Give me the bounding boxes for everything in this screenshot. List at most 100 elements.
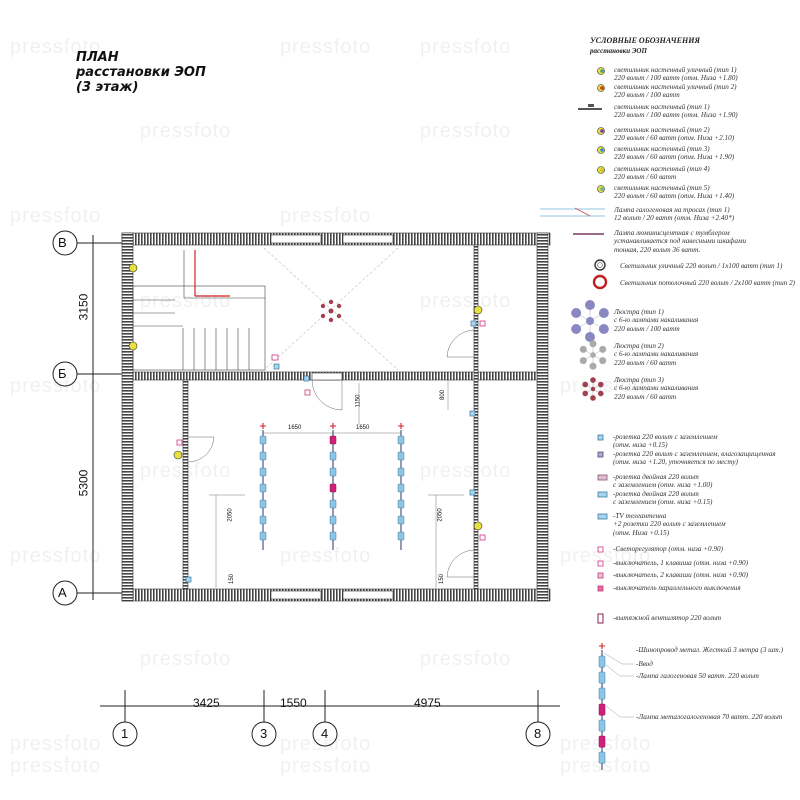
legend-item: светильник настенный (тип 4)220 вольт / … [614, 165, 710, 182]
legend-item-line: с заземлением (отм. низа +0.15) [613, 498, 713, 507]
dimension-lines [209, 380, 464, 588]
watermark: pressfoto [420, 460, 512, 482]
title-line-1: ПЛАН [76, 50, 119, 65]
legend-item: -TV телеантенна +2 розетки 220 вольт с з… [613, 512, 726, 537]
watermark: pressfoto [10, 375, 102, 397]
parallel-switch-icon [597, 585, 604, 592]
track-input-icon [599, 643, 605, 649]
track-lights [259, 423, 405, 550]
cable-halogen-icon-c [574, 207, 591, 217]
metal-halide-lamp-icon [598, 735, 606, 748]
watermark: pressfoto [140, 120, 232, 142]
title-line-3: (3 этаж) [76, 80, 139, 95]
wall-light-3-icon-core [600, 148, 604, 152]
legend-item-line: -выключатель параллельного выключения [613, 584, 741, 592]
watermark: pressfoto [420, 290, 512, 312]
halogen-lamp-icon [397, 483, 405, 493]
watermark: pressfoto [10, 36, 102, 58]
legend-item-line: светильник настенный уличный (тип 1) [614, 66, 737, 74]
legend-item-line: -выключатель, 2 клавиши (отм. низа +0.90… [613, 571, 748, 579]
switches [176, 320, 486, 541]
halogen-lamp-icon [259, 435, 267, 445]
chandelier-3-icon-lamp [597, 390, 604, 397]
halogen-lamp-icon [259, 515, 267, 525]
chandelier-3-icon [590, 386, 596, 392]
watermark: pressfoto [280, 545, 372, 567]
legend-item-line: -розетка 220 вольт с заземлением [613, 433, 718, 441]
legend-item-line: с 6-ю лампами накаливания [614, 316, 699, 325]
halogen-lamp-icon [259, 531, 267, 541]
legend-item-line: +2 розетки 220 вольт с заземлением [613, 520, 726, 529]
halogen-lamp-icon [259, 467, 267, 477]
legend-item-line: с 6-ю лампами накаливания [614, 350, 699, 359]
halogen-lamp-icon [598, 719, 606, 732]
metal-halide-lamp-icon [598, 703, 606, 716]
legend-item-line: 220 вольт / 60 ватт (отм. Низа +1.40) [614, 192, 735, 201]
halogen-lamp-icon [598, 655, 606, 668]
socket-waterproof-icon [597, 451, 604, 458]
track-input-label: -Ввод [636, 660, 653, 668]
double-socket-low-icon [597, 491, 608, 498]
halogen-lamp-icon [329, 467, 337, 477]
title-line-2: расстановки ЭОП [76, 65, 206, 80]
watermark: pressfoto [10, 205, 102, 227]
legend-item-line: -вытяжной вентилятор 220 вольт [613, 614, 722, 622]
legend-item-line: 220 вольт / 60 ватт (отм. Низа +2.10) [614, 134, 735, 143]
legend-item-line: 220 вольт / 60 ватт [614, 173, 677, 182]
legend-item: светильник настенный (тип 2)220 вольт / … [614, 126, 734, 143]
legend-heading-1: УСЛОВНЫЕ ОБОЗНАЧЕНИЯ [590, 36, 700, 45]
chandelier-1-icon-lamp [585, 300, 595, 310]
axis-row-a: А [58, 585, 67, 600]
chandelier-1-icon-lamp [585, 332, 595, 342]
legend-item-line: 220 вольт / 100 ватт (отм. Низа +1.90) [614, 111, 738, 120]
legend-item-line: -розетка 220 вольт с заземлением, влагоз… [613, 450, 776, 458]
halogen-lamp-icon [598, 671, 606, 684]
axis-col-3: 3 [260, 726, 268, 741]
legend-item-line: 220 вольт / 100 ватт [614, 324, 680, 333]
watermark: pressfoto [140, 648, 232, 670]
legend-item-line: светильник настенный (тип 1) [614, 103, 710, 111]
chandelier-2-icon-lamp [579, 345, 587, 353]
metal-halide-lamp-icon [329, 483, 337, 493]
legend-item-line: с 6-ю лампами накаливания [614, 384, 699, 393]
legend-item-line: -розетка двойная 220 вольт [613, 490, 699, 498]
chandelier-3-icon-lamp [582, 381, 589, 388]
wall-light-1-icon [578, 108, 602, 110]
metal-halide-lamp-icon [329, 435, 337, 445]
track-rail-label: -Шинопровод метал. Жесткий 3 метра (3 шт… [636, 646, 783, 654]
legend-item: -выключатель параллельного выключения [613, 584, 741, 592]
halogen-lamp-icon [329, 515, 337, 525]
street-light-icon-inner [597, 262, 603, 268]
wall-light-5-icon-core [600, 187, 604, 191]
watermark: pressfoto [560, 375, 652, 397]
watermark: pressfoto [420, 36, 512, 58]
track-input-icon [260, 423, 266, 429]
watermark: pressfoto [10, 755, 102, 777]
legend-item-line: (отм. Низа +0.15) [613, 528, 670, 537]
axis-col-1: 1 [121, 726, 129, 741]
legend-item: -Светорегулятор (отм. низа +0.90) [613, 545, 723, 553]
axis-row-b: Б [58, 366, 67, 381]
legend-item: светильник настенный уличный (тип 2)220 … [614, 83, 737, 100]
chandelier-3-icon-lamp [597, 381, 604, 388]
ceiling-light-icon [592, 274, 608, 290]
chandelier-2-icon-lamp [599, 345, 607, 353]
legend-item-line: Лампа галогеновая на тросах (тип 1) [614, 206, 730, 214]
chandelier-2-icon [590, 352, 596, 358]
tv-antenna-icon [597, 513, 608, 520]
watermark: pressfoto [10, 733, 102, 755]
halogen-lamp-icon [598, 751, 606, 764]
halogen-lamp-icon [259, 483, 267, 493]
chandelier-1-icon-lamp [598, 324, 609, 334]
halogen-lamp-icon [329, 451, 337, 461]
legend-item: -выключатель, 1 клавиша (отм. низа +0.90… [613, 559, 748, 567]
legend-item: Лампа галогеновая на тросах (тип 1)12 во… [614, 206, 734, 223]
halogen-lamp-icon [397, 515, 405, 525]
watermark: pressfoto [560, 545, 652, 567]
axis-row-v: В [58, 235, 67, 250]
track-input-icon [330, 423, 336, 429]
halogen-lamp-icon [329, 531, 337, 541]
chandelier-2-icon-lamp [599, 357, 607, 365]
switch-1-icon [597, 560, 604, 567]
